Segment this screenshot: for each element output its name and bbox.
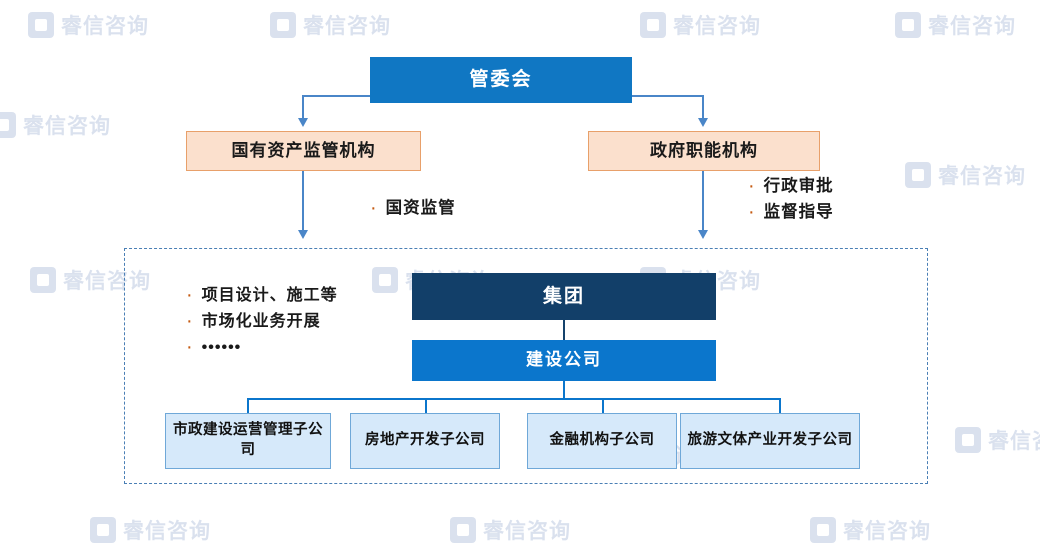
annotation-item: · 监督指导	[748, 201, 834, 223]
node-construction-company[interactable]: 建设公司	[412, 340, 716, 381]
connector-subsidiary-bus	[247, 398, 779, 400]
watermark: 睿信咨询	[28, 10, 149, 40]
annotation-left-group: · 国资监管	[370, 197, 456, 226]
connector-sub-drop-1	[247, 398, 249, 414]
watermark-logo-icon	[28, 12, 54, 38]
watermark-text: 睿信咨询	[928, 14, 1016, 38]
group-boundary	[124, 248, 928, 484]
watermark-text: 睿信咨询	[988, 429, 1040, 453]
arrow-down-icon	[298, 230, 308, 239]
watermark-logo-icon	[450, 517, 476, 543]
watermark: 睿信咨询	[895, 10, 1016, 40]
annotation-item: · 市场化业务开展	[186, 310, 338, 332]
node-subsidiary-financial[interactable]: 金融机构子公司	[527, 413, 677, 469]
watermark-logo-icon	[30, 267, 56, 293]
bullet-dot-icon: ·	[186, 310, 193, 332]
connector-vertical-right	[702, 95, 704, 120]
node-subsidiary-municipal-label: 市政建设运营管理子公司	[173, 422, 323, 458]
node-group[interactable]: 集团	[412, 273, 716, 320]
bullet-dot-icon: ·	[186, 336, 193, 358]
watermark-logo-icon	[895, 12, 921, 38]
node-construction-company-label: 建设公司	[526, 350, 602, 370]
watermark: 睿信咨询	[905, 160, 1026, 190]
watermark-logo-icon	[640, 12, 666, 38]
node-subsidiary-tourism-label: 旅游文体产业开发子公司	[687, 432, 853, 449]
node-group-label: 集团	[542, 285, 585, 307]
annotation-label: 市场化业务开展	[201, 313, 321, 330]
watermark-text: 睿信咨询	[483, 519, 571, 543]
arrow-down-icon	[698, 230, 708, 239]
watermark-logo-icon	[90, 517, 116, 543]
connector-sub-drop-4	[779, 398, 781, 414]
annotation-inner-group: · 项目设计、施工等 · 市场化业务开展 · ••••••	[186, 284, 338, 365]
watermark-logo-icon	[955, 427, 981, 453]
bullet-dot-icon: ·	[748, 175, 755, 197]
annotation-label: 项目设计、施工等	[201, 287, 338, 304]
annotation-label: ••••••	[201, 339, 242, 356]
watermark: 睿信咨询	[955, 425, 1040, 455]
annotation-item: · 行政审批	[748, 175, 834, 197]
arrow-down-icon	[298, 118, 308, 127]
node-subsidiary-tourism[interactable]: 旅游文体产业开发子公司	[680, 413, 860, 469]
watermark: 睿信咨询	[450, 515, 571, 545]
node-subsidiary-municipal[interactable]: 市政建设运营管理子公司	[165, 413, 331, 469]
node-subsidiary-realestate-label: 房地产开发子公司	[365, 432, 485, 449]
annotation-item: · 国资监管	[370, 197, 456, 219]
arrow-down-icon	[698, 118, 708, 127]
bullet-dot-icon: ·	[748, 201, 755, 223]
watermark-text: 睿信咨询	[123, 519, 211, 543]
watermark-text: 睿信咨询	[61, 14, 149, 38]
annotation-right-group: · 行政审批 · 监督指导	[748, 175, 834, 230]
watermark-text: 睿信咨询	[303, 14, 391, 38]
node-subsidiary-financial-label: 金融机构子公司	[549, 432, 655, 449]
watermark: 睿信咨询	[0, 110, 111, 140]
node-subsidiary-realestate[interactable]: 房地产开发子公司	[350, 413, 500, 469]
bullet-dot-icon: ·	[370, 197, 377, 219]
connector-construction-down	[563, 381, 565, 398]
watermark: 睿信咨询	[810, 515, 931, 545]
connector-sub-drop-2	[425, 398, 427, 414]
watermark: 睿信咨询	[270, 10, 391, 40]
connector-group-to-construction	[563, 320, 565, 340]
watermark: 睿信咨询	[90, 515, 211, 545]
annotation-item: · 项目设计、施工等	[186, 284, 338, 306]
watermark-text: 睿信咨询	[673, 14, 761, 38]
annotation-label: 行政审批	[763, 177, 834, 195]
watermark-text: 睿信咨询	[938, 164, 1026, 188]
node-government-function-agency-label: 政府职能机构	[650, 140, 758, 160]
node-government-function-agency[interactable]: 政府职能机构	[588, 131, 820, 171]
annotation-item: · ••••••	[186, 336, 338, 358]
node-management-committee[interactable]: 管委会	[370, 57, 632, 103]
node-management-committee-label: 管委会	[469, 69, 533, 91]
bullet-dot-icon: ·	[186, 284, 193, 306]
watermark-logo-icon	[905, 162, 931, 188]
watermark-logo-icon	[270, 12, 296, 38]
connector-vertical-left	[302, 95, 304, 120]
watermark: 睿信咨询	[640, 10, 761, 40]
watermark-logo-icon	[0, 112, 16, 138]
watermark-text: 睿信咨询	[843, 519, 931, 543]
node-state-asset-regulator-label: 国有资产监管机构	[231, 140, 376, 160]
annotation-label: 监督指导	[763, 203, 834, 221]
watermark-text: 睿信咨询	[23, 114, 111, 138]
node-state-asset-regulator[interactable]: 国有资产监管机构	[186, 131, 421, 171]
connector-left-down	[302, 171, 304, 233]
watermark-logo-icon	[810, 517, 836, 543]
connector-right-down	[702, 171, 704, 233]
connector-sub-drop-3	[602, 398, 604, 414]
annotation-label: 国资监管	[385, 199, 456, 217]
